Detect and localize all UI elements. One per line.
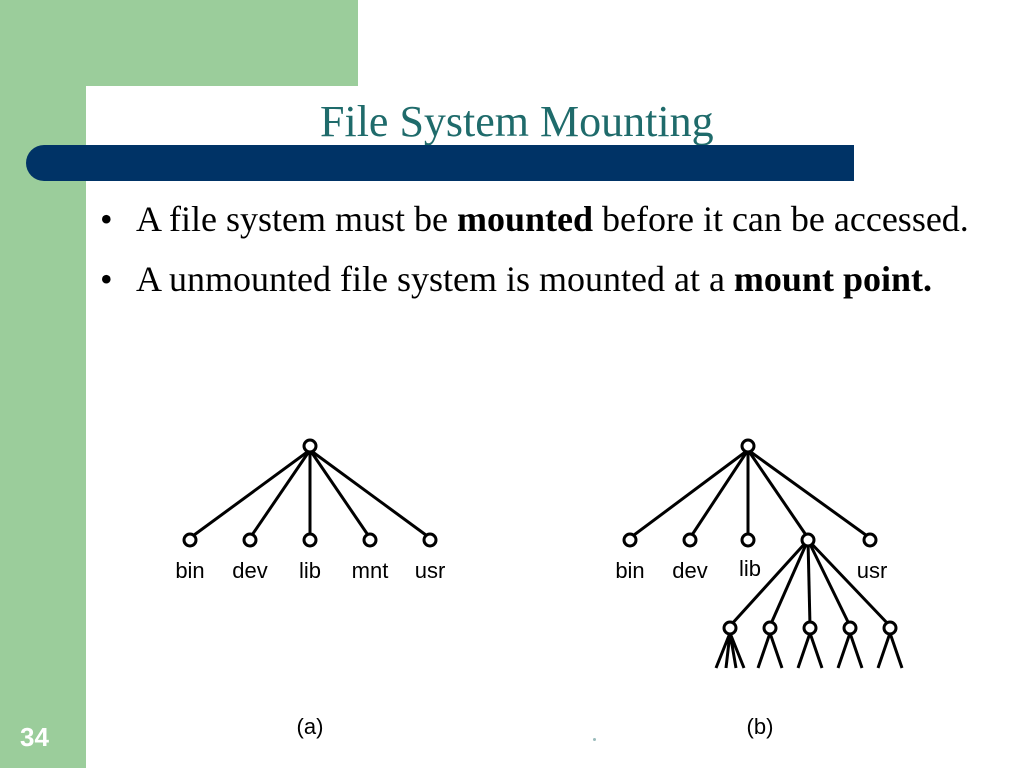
node-label: usr — [415, 558, 446, 583]
tree-node — [362, 532, 378, 548]
bullet-item: A file system must be mounted before it … — [100, 192, 980, 246]
tree-b — [622, 438, 904, 669]
node-label: dev — [672, 558, 707, 583]
node-label: lib — [739, 556, 761, 581]
decorative-dot — [593, 738, 596, 741]
tree-node — [422, 532, 438, 548]
mount-point-node — [800, 532, 816, 548]
bullet-text: A unmounted file system is mounted at a — [136, 259, 734, 299]
bullet-list: A file system must be mounted before it … — [100, 192, 980, 312]
caption-a: (a) — [297, 714, 324, 739]
tree-node — [882, 620, 898, 636]
tree-node — [622, 532, 638, 548]
tree-node — [862, 532, 878, 548]
node-label: dev — [232, 558, 267, 583]
bullet-text: before it can be accessed. — [593, 199, 969, 239]
root-node — [740, 438, 756, 454]
slide-title: File System Mounting — [320, 97, 714, 146]
tree-node — [802, 620, 818, 636]
caption-b: (b) — [747, 714, 774, 739]
bullet-emphasis: mount point. — [733, 259, 932, 299]
tree-node — [842, 620, 858, 636]
root-node — [302, 438, 318, 454]
tree-node — [722, 620, 738, 636]
mount-diagram: bin dev lib mnt usr (a) bin d — [175, 438, 904, 739]
node-label: lib — [299, 558, 321, 583]
node-label: mnt — [352, 558, 389, 583]
node-label: bin — [615, 558, 644, 583]
tree-a — [182, 438, 438, 548]
bullet-item: A unmounted file system is mounted at a … — [100, 252, 980, 306]
node-label: bin — [175, 558, 204, 583]
title-bar — [26, 145, 854, 181]
node-label: usr — [857, 558, 888, 583]
tree-node — [740, 532, 756, 548]
slide-number: 34 — [20, 722, 49, 752]
tree-node — [242, 532, 258, 548]
bullet-emphasis: mounted — [456, 199, 594, 239]
tree-node — [682, 532, 698, 548]
tree-node — [762, 620, 778, 636]
bullet-text: A file system must be — [136, 199, 457, 239]
tree-node — [302, 532, 318, 548]
green-side-panel — [0, 0, 86, 768]
tree-node — [182, 532, 198, 548]
green-top-panel — [0, 0, 358, 86]
